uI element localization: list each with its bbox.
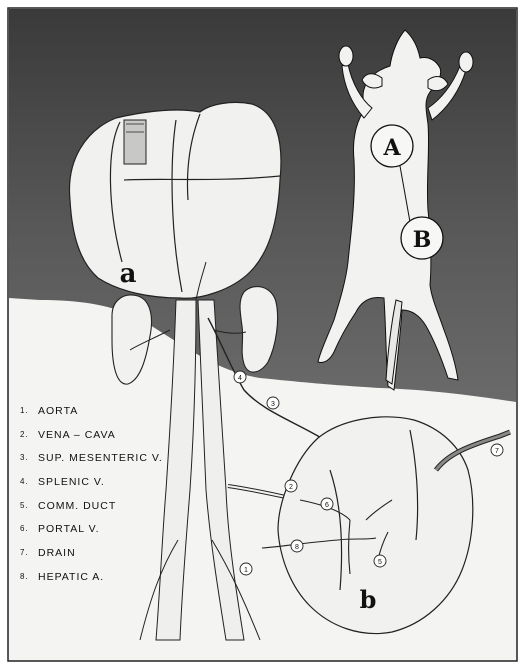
callout-2: 2 — [285, 480, 297, 492]
callout-6-text: 6 — [325, 502, 329, 509]
legend: 1.AORTA 2.VENA – CAVA 3.SUP. MESENTERIC … — [20, 403, 190, 593]
legend-item: 6.PORTAL V. — [20, 521, 190, 545]
legend-item: 1.AORTA — [20, 403, 190, 427]
liver-organ — [69, 102, 280, 298]
callout-8-text: 8 — [295, 544, 299, 551]
callout-2-text: 2 — [289, 484, 293, 491]
callout-5-text: 5 — [378, 559, 382, 566]
label-b: b — [360, 585, 377, 614]
vena-cava-stub — [124, 120, 146, 164]
legend-item: 7.DRAIN — [20, 545, 190, 569]
callout-5: 5 — [374, 555, 386, 567]
callout-3-text: 3 — [271, 401, 275, 408]
label-a: a — [120, 259, 137, 289]
callout-4: 4 — [234, 371, 246, 383]
callout-7-text: 7 — [495, 448, 499, 455]
callout-3: 3 — [267, 397, 279, 409]
legend-item: 4.SPLENIC V. — [20, 474, 190, 498]
callout-4-text: 4 — [238, 375, 242, 382]
callout-1: 1 — [240, 563, 252, 575]
callout-7: 7 — [491, 444, 503, 456]
callout-6: 6 — [321, 498, 333, 510]
legend-item: 5.COMM. DUCT — [20, 498, 190, 522]
callout-1-text: 1 — [244, 567, 248, 574]
callout-8: 8 — [291, 540, 303, 552]
label-A: A — [382, 135, 401, 161]
legend-item: 8.HEPATIC A. — [20, 569, 190, 593]
legend-item: 3.SUP. MESENTERIC V. — [20, 450, 190, 474]
legend-item: 2.VENA – CAVA — [20, 427, 190, 451]
label-B: B — [413, 227, 432, 253]
